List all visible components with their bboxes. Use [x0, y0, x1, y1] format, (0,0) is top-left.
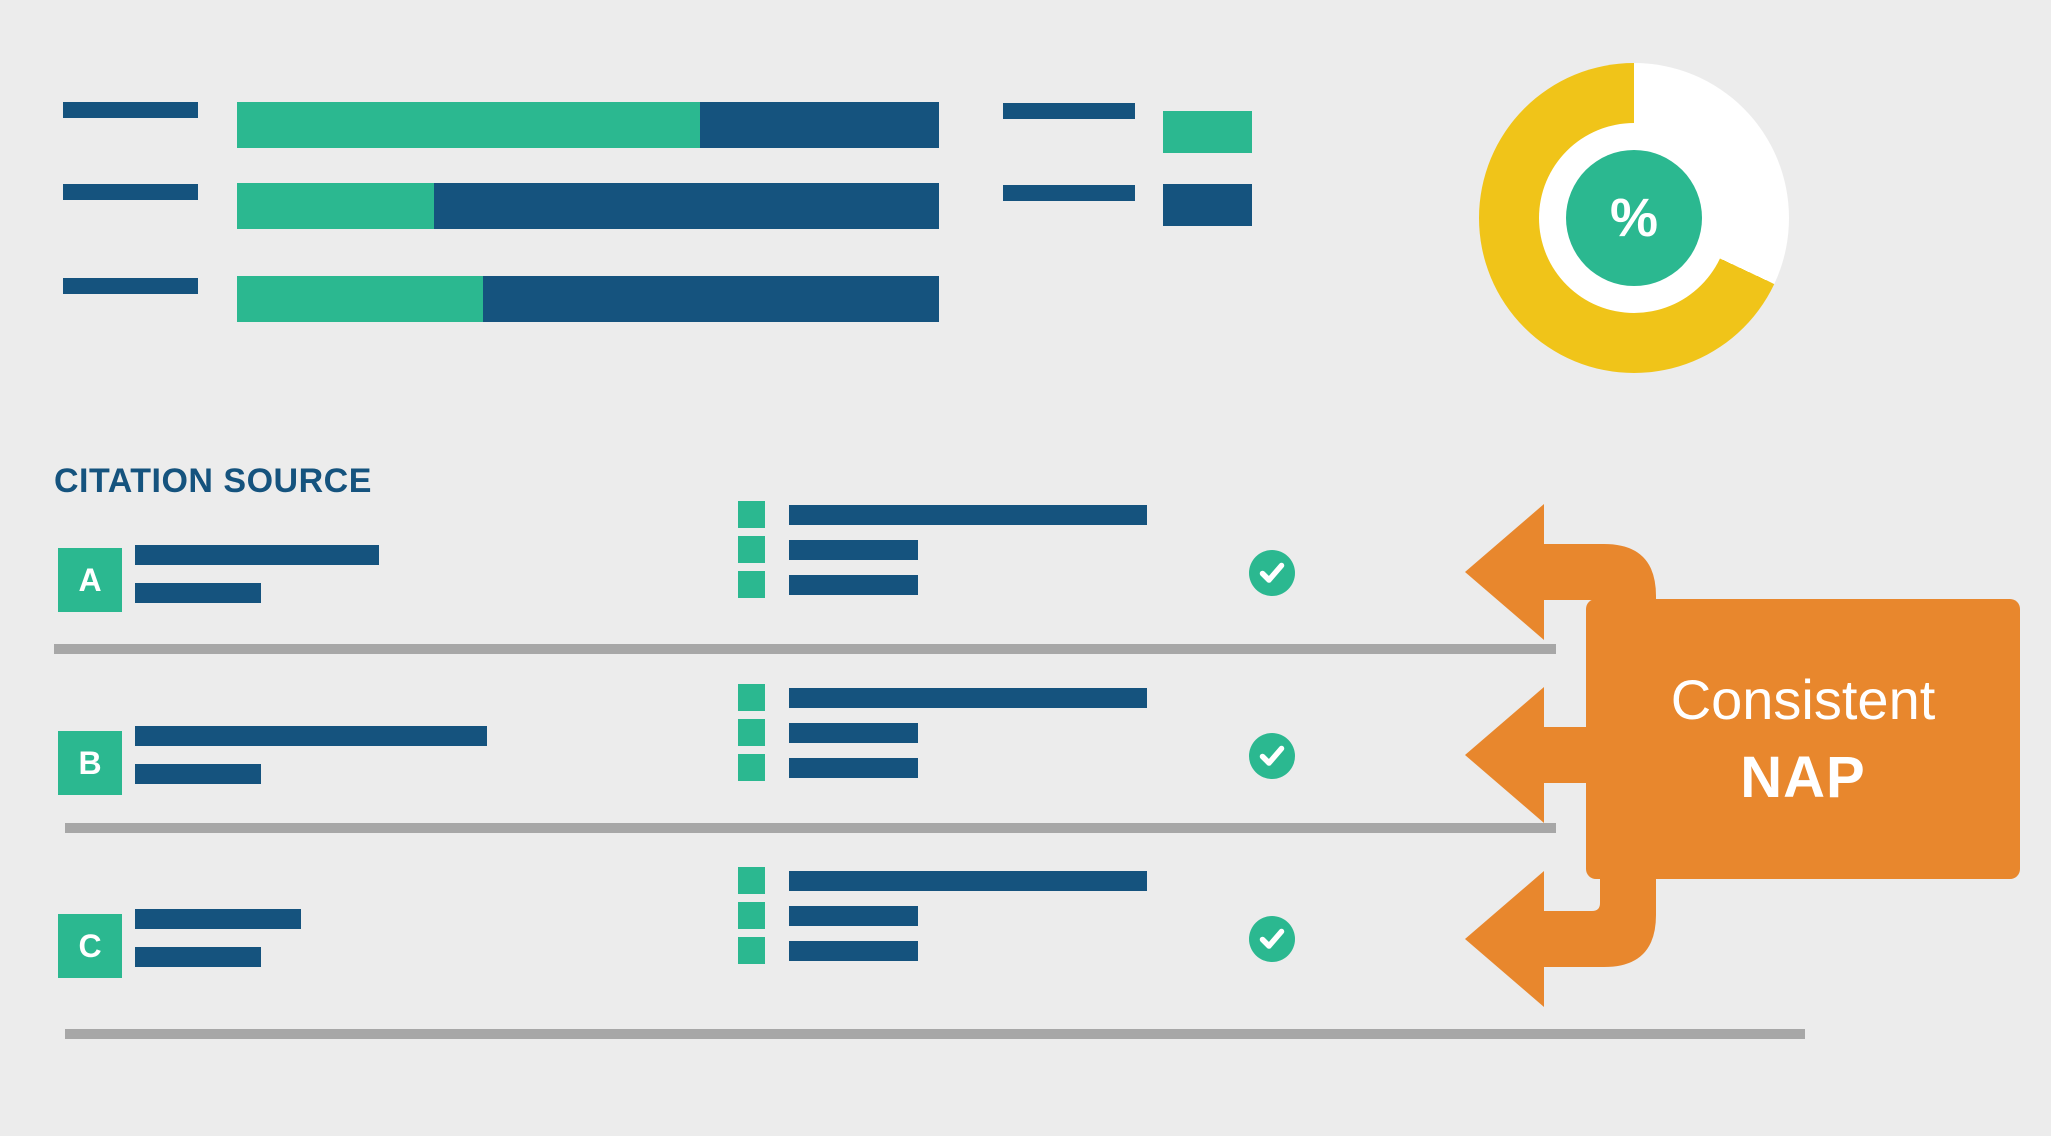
citation-b-list-bar-2 — [789, 723, 918, 743]
citation-badge-b-label: B — [78, 744, 102, 781]
citation-b-list-bar-3 — [789, 758, 918, 778]
chart-row1-label-bar — [63, 102, 198, 118]
check-icon — [1249, 550, 1295, 596]
legend-item1-label-bar — [1003, 103, 1135, 119]
chart-row2-label-bar — [63, 184, 198, 200]
citation-c-list-bullet-2 — [738, 902, 765, 929]
legend-item2-navy-swatch — [1163, 184, 1252, 226]
citation-b-title-bar — [135, 726, 487, 746]
donut-chart: % — [1479, 63, 1789, 373]
citation-a-list-bullet-2 — [738, 536, 765, 563]
callout-text-nap: NAP — [1740, 745, 1866, 810]
check-icon — [1249, 733, 1295, 779]
citation-a-list-bar-3 — [789, 575, 918, 595]
citation-a-list-bullet-1 — [738, 501, 765, 528]
chart-row3-stacked-bar — [237, 276, 939, 322]
citation-a-title-bar — [135, 545, 379, 565]
chart-row2-stacked-bar — [237, 183, 939, 229]
citation-source-heading: CITATION SOURCE — [54, 462, 372, 500]
legend-item1-teal-swatch — [1163, 111, 1252, 153]
chart-row2-teal-segment — [237, 183, 434, 229]
row-divider-1 — [54, 644, 1556, 654]
row-divider-3 — [65, 1029, 1805, 1039]
chart-row1-stacked-bar — [237, 102, 939, 148]
row-divider-2 — [65, 823, 1556, 833]
citation-c-title-bar — [135, 909, 301, 929]
citation-b-list-bullet-3 — [738, 754, 765, 781]
citation-b-list-bullet-2 — [738, 719, 765, 746]
chart-row3-label-bar — [63, 278, 198, 294]
callout-text-consistent: Consistent — [1670, 668, 1936, 731]
citation-a-subtitle-bar — [135, 583, 261, 603]
citation-c-list-bullet-3 — [738, 937, 765, 964]
check-icon — [1249, 916, 1295, 962]
citation-b-list-bullet-1 — [738, 684, 765, 711]
citation-a-list-bullet-3 — [738, 571, 765, 598]
citation-a-list-bar-2 — [789, 540, 918, 560]
citation-c-list-bullet-1 — [738, 867, 765, 894]
citation-badge-b: B — [58, 731, 122, 795]
citation-b-subtitle-bar — [135, 764, 261, 784]
citation-c-list-bar-3 — [789, 941, 918, 961]
citation-badge-a-label: A — [78, 561, 102, 598]
citation-badge-a: A — [58, 548, 122, 612]
citation-badge-c: C — [58, 914, 122, 978]
citation-b-list-bar-1 — [789, 688, 1147, 708]
percent-symbol: % — [1609, 188, 1658, 248]
legend-item2-label-bar — [1003, 185, 1135, 201]
citation-c-list-bar-1 — [789, 871, 1147, 891]
citation-badge-c-label: C — [78, 927, 102, 964]
citation-c-list-bar-2 — [789, 906, 918, 926]
consistent-nap-callout: Consistent NAP — [1586, 599, 2020, 879]
donut-center-badge: % — [1566, 150, 1702, 286]
citation-c-subtitle-bar — [135, 947, 261, 967]
citation-a-list-bar-1 — [789, 505, 1147, 525]
chart-row1-teal-segment — [237, 102, 701, 148]
chart-row3-teal-segment — [237, 276, 483, 322]
